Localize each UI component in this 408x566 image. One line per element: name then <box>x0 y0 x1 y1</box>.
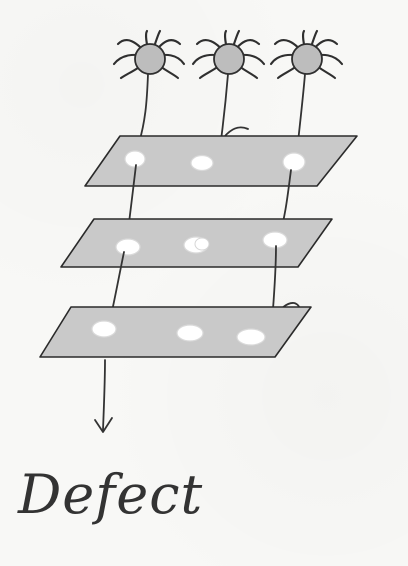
neuron-middle-body <box>213 43 245 75</box>
output-arrow-head <box>94 417 113 433</box>
layer-1-hole-3 <box>282 152 306 172</box>
layer-1-sheet <box>84 135 358 187</box>
layer-1-hole-1 <box>124 150 146 168</box>
neuron-left-body <box>134 43 166 75</box>
layer-3 <box>39 306 312 358</box>
neuron-right-body <box>291 43 323 75</box>
layer-2-hole-1 <box>115 238 141 256</box>
layer-3-hole-2 <box>176 324 204 342</box>
layer-2-hole-3 <box>262 231 288 249</box>
layer-2-hole-2-overlap <box>194 237 210 251</box>
layer-3-hole-1 <box>91 320 117 338</box>
output-arrow-shaft <box>102 359 106 431</box>
layer-3-hole-3 <box>236 328 266 346</box>
layer-1-hole-2 <box>190 154 214 172</box>
defect-label: Defect <box>17 463 203 526</box>
layer-3-sheet <box>39 306 312 358</box>
neuron-left <box>112 29 186 155</box>
layer-2 <box>60 218 333 268</box>
neuron-right <box>269 29 344 161</box>
layer-1 <box>84 135 358 187</box>
neuron-middle <box>191 29 266 149</box>
